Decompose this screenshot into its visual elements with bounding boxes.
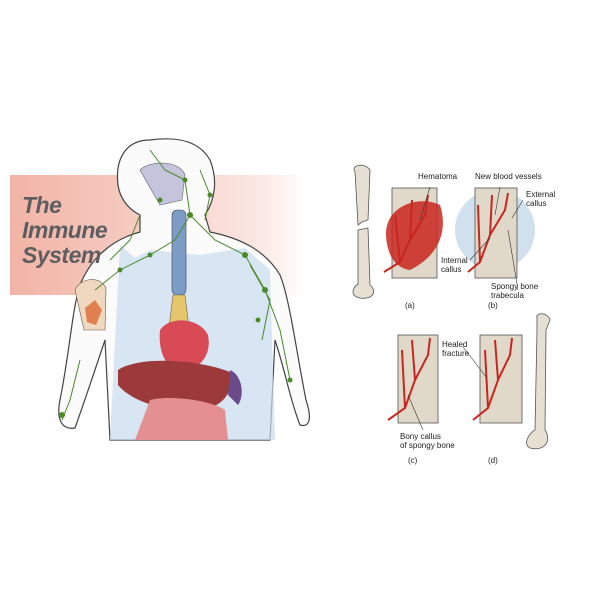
label-line: External: [526, 190, 556, 199]
caption-d: (d): [488, 456, 498, 465]
label-bony-callus: Bony callus of spongy bone: [400, 432, 455, 450]
title-line: Immune: [22, 217, 108, 243]
label-external-callus: External callus: [526, 190, 555, 208]
fracture-repair-illustration: [352, 164, 551, 450]
caption-a: (a): [405, 301, 415, 310]
label-line: callus: [441, 265, 462, 274]
caption-c: (c): [408, 456, 418, 465]
label-new-blood-vessels: New blood vessels: [475, 172, 542, 181]
label-line: trabecula: [491, 291, 524, 300]
label-line: Healed: [442, 340, 468, 349]
label-line: Spongy bone: [491, 282, 539, 291]
label-internal-callus: Internal callus: [441, 256, 468, 274]
caption-b: (b): [488, 301, 498, 310]
label-line: callus: [526, 199, 547, 208]
immune-title: The Immune System: [22, 192, 108, 268]
title-line: System: [22, 242, 101, 268]
label-line: Internal: [441, 256, 468, 265]
human-body-illustration: [58, 138, 310, 441]
label-line: Bony callus: [400, 432, 441, 441]
label-line: of spongy bone: [400, 441, 455, 450]
title-line: The: [22, 192, 62, 218]
label-spongy-bone-trabecula: Spongy bone trabecula: [491, 282, 538, 300]
label-hematoma: Hematoma: [418, 172, 458, 181]
label-healed-fracture: Healed fracture: [442, 340, 469, 358]
label-line: fracture: [442, 349, 470, 358]
